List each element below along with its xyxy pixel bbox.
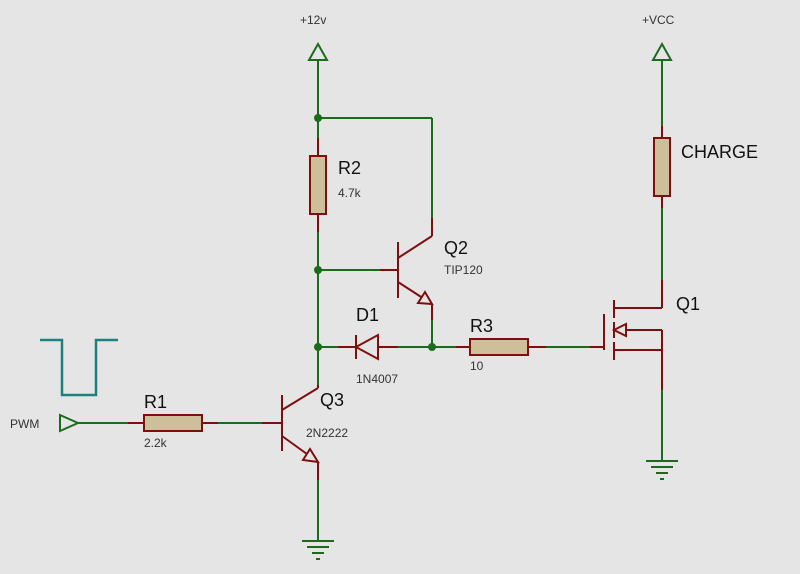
- rail-label-vcc: +VCC: [642, 13, 675, 27]
- r2-value: 4.7k: [338, 186, 362, 200]
- d1-value: 1N4007: [356, 372, 398, 386]
- load-label: CHARGE: [681, 142, 758, 162]
- r3-ref: R3: [470, 316, 493, 336]
- q3-ref: Q3: [320, 390, 344, 410]
- load-charge[interactable]: CHARGE: [653, 126, 758, 208]
- transistor-q3[interactable]: Q3 2N2222: [262, 385, 348, 480]
- junction-dot-right: [428, 343, 436, 351]
- junction-dots: [314, 114, 436, 351]
- wires: [78, 117, 663, 540]
- d1-ref: D1: [356, 305, 379, 325]
- mosfet-q1[interactable]: Q1: [590, 280, 700, 390]
- q3-emitter-arrow-icon: [301, 447, 320, 464]
- junction-dot-left: [314, 343, 322, 351]
- ground-q1: [646, 460, 678, 480]
- power-arrow-12v-icon: [307, 41, 329, 61]
- pwm-waveform-icon: [40, 338, 118, 397]
- q2-value: TIP120: [444, 263, 483, 277]
- r1-ref: R1: [144, 392, 167, 412]
- power-rail-vcc: +VCC: [642, 13, 675, 118]
- r3-value: 10: [470, 359, 484, 373]
- r1-value: 2.2k: [144, 436, 168, 450]
- resistor-r1[interactable]: R1 2.2k: [128, 392, 218, 450]
- pwm-label: PWM: [10, 417, 39, 431]
- ground-q3: [302, 540, 334, 560]
- q3-value: 2N2222: [306, 426, 348, 440]
- diode-d1[interactable]: D1 1N4007: [338, 305, 398, 386]
- pwm-input-arrow-icon: [59, 413, 81, 433]
- q2-ref: Q2: [444, 238, 468, 258]
- junction-dot-top: [314, 114, 322, 122]
- d1-triangle-icon: [353, 333, 379, 361]
- power-arrow-vcc-icon: [651, 41, 673, 61]
- r2-ref: R2: [338, 158, 361, 178]
- resistor-r2[interactable]: R2 4.7k: [309, 138, 362, 232]
- junction-dot-mid: [314, 266, 322, 274]
- rail-label-12v: +12v: [300, 13, 326, 27]
- q1-ref: Q1: [676, 294, 700, 314]
- transistor-q2[interactable]: Q2 TIP120: [380, 218, 483, 320]
- q1-body-arrow-icon: [611, 322, 627, 338]
- pwm-input[interactable]: PWM: [10, 338, 118, 433]
- resistor-r3[interactable]: R3 10: [456, 316, 546, 373]
- power-rail-12v: +12v: [300, 13, 329, 118]
- q2-emitter-arrow-icon: [416, 290, 434, 306]
